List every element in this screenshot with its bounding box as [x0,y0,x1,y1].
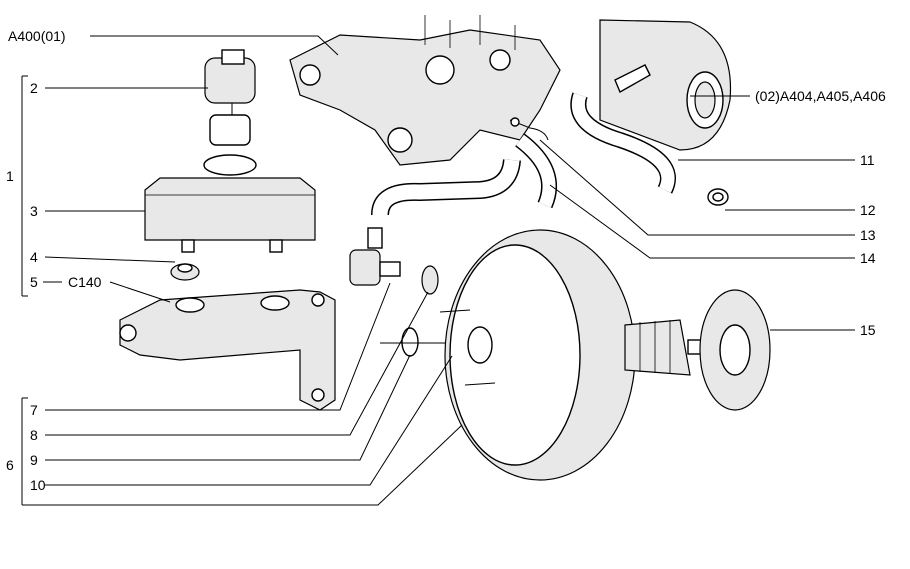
label-c140: C140 [68,274,102,290]
label-15: 15 [860,322,876,338]
label-12: 12 [860,202,876,218]
fluid-reservoir [144,154,316,253]
label-14: 14 [860,250,876,266]
label-2: 2 [30,80,38,96]
label-5: 5 [30,274,38,290]
leader-lines [21,35,855,506]
reservoir-cap [204,49,256,146]
label-1: 1 [6,168,14,184]
clip-13 [509,117,549,141]
label-6: 6 [6,457,14,473]
label-7: 7 [30,402,38,418]
label-8: 8 [30,427,38,443]
brake-booster [439,229,729,481]
label-4: 4 [30,249,38,265]
vacuum-hose [371,133,558,216]
seal-grommet [170,263,200,281]
intake-manifold [289,15,561,166]
label-13: 13 [860,227,876,243]
label-9: 9 [30,452,38,468]
label-a404: (02)A404,A405,A406 [755,88,886,104]
label-10: 10 [30,477,46,493]
label-a400: A400(01) [8,28,66,44]
master-cylinder [119,289,336,411]
label-3: 3 [30,203,38,219]
air-filter-housing [599,19,732,151]
gasket-15 [699,289,771,411]
hose-11 [570,92,676,194]
check-valve [349,227,401,286]
hose-clamp [707,188,729,206]
label-11: 11 [860,152,875,168]
grommet-8 [421,265,439,295]
